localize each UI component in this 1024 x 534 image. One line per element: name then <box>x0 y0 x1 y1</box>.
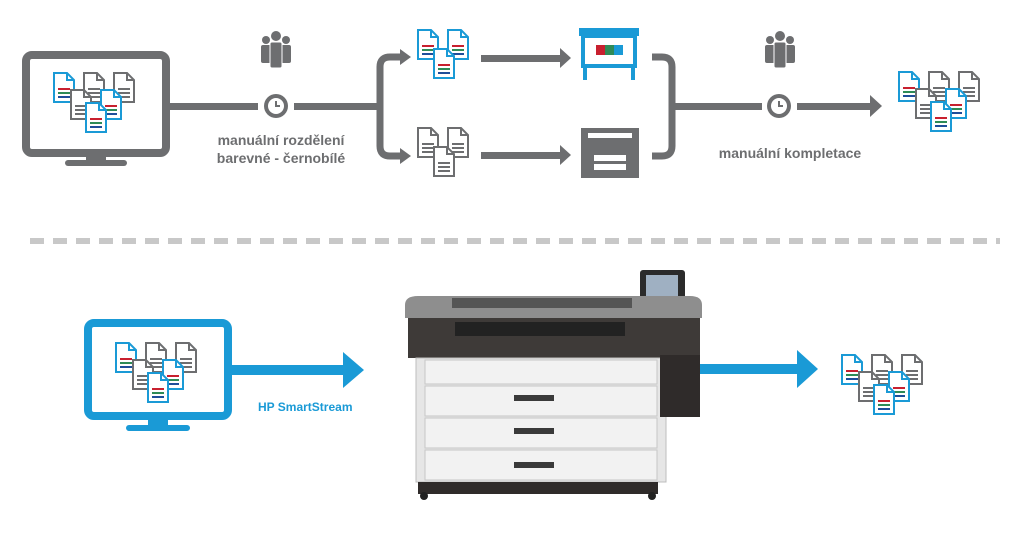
arrow-head <box>560 48 571 68</box>
people-icon <box>764 30 796 69</box>
people-icon <box>260 30 292 69</box>
arrow-line <box>481 152 561 159</box>
document-stack-icon <box>116 343 196 402</box>
arrow-head <box>870 95 882 117</box>
arrow-head <box>797 350 818 388</box>
hp-pagewide-printer-image <box>405 270 702 500</box>
document-stack-icon <box>842 355 922 414</box>
arrow-line <box>797 103 871 110</box>
manual-split-label: manuální rozdělení barevné - černobílé <box>196 131 366 167</box>
monitor-icon <box>84 319 232 431</box>
smartstream-label: HP SmartStream <box>258 400 353 414</box>
split-bracket <box>376 53 400 160</box>
connector-line <box>166 103 258 110</box>
merge-bracket <box>652 53 676 160</box>
smartstream-arrow-line <box>232 365 344 375</box>
document-stack-icon <box>899 72 979 131</box>
color-printer-icon <box>579 28 639 80</box>
clock-icon <box>263 93 289 119</box>
color-documents-icon <box>417 29 469 79</box>
label-line: barevné - černobílé <box>216 150 346 166</box>
output-arrow-line <box>700 364 798 374</box>
bw-printer-icon <box>581 128 639 178</box>
label-line: manuální rozdělení <box>217 132 345 148</box>
arrow-head <box>343 352 364 388</box>
bw-documents-icon <box>417 127 469 177</box>
arrow-head <box>400 148 411 164</box>
connector-line <box>672 103 762 110</box>
arrow-head <box>560 145 571 165</box>
clock-icon <box>766 93 792 119</box>
arrow-head <box>400 49 411 65</box>
manual-assembly-label: manuální kompletace <box>718 145 862 161</box>
document-stack-icon <box>54 73 134 132</box>
arrow-line <box>481 55 561 62</box>
connector-line <box>294 103 378 110</box>
